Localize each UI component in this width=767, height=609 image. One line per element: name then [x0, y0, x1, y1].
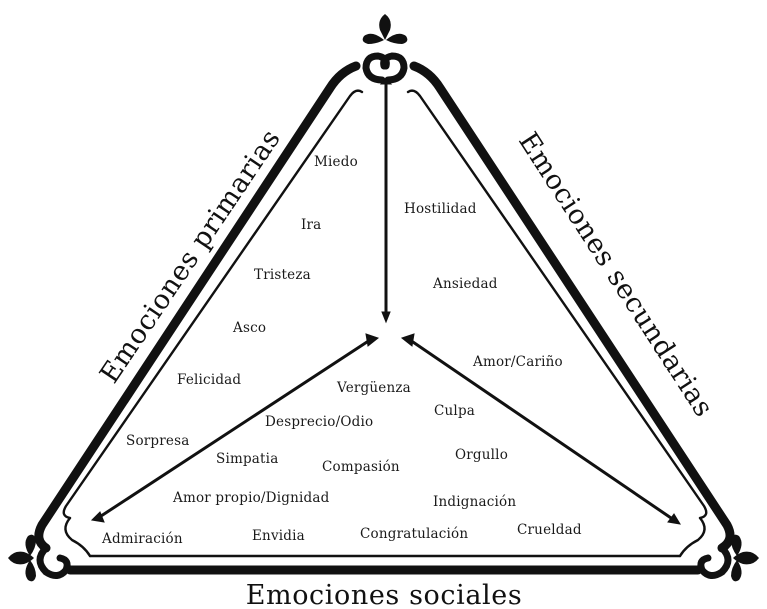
left-diagonal-divider — [96, 338, 372, 520]
word-crueldad: Crueldad — [517, 522, 582, 538]
word-culpa: Culpa — [434, 403, 475, 419]
top-right-scroll — [380, 52, 408, 84]
left-diagonal-arrowhead-bottom — [90, 511, 105, 523]
corner-scrolls — [36, 52, 732, 579]
inner-bottom-right-curl — [678, 516, 706, 558]
word-tristeza: Tristeza — [254, 267, 311, 283]
left-frame-edge — [34, 61, 361, 553]
word-asco: Asco — [232, 320, 266, 336]
left-fleur-ornament — [8, 534, 36, 582]
word-ira: Ira — [301, 217, 321, 233]
bottom-left-scroll — [36, 544, 71, 579]
word-indignacion: Indignación — [433, 494, 516, 510]
inner-frame-left — [62, 89, 364, 520]
word-admiracion: Admiración — [101, 531, 183, 547]
word-ansiedad: Ansiedad — [432, 276, 498, 292]
word-compasion: Compasión — [322, 459, 400, 475]
bottom-right-scroll — [697, 544, 732, 579]
right-diagonal-arrowhead-bottom — [667, 513, 681, 525]
inner-frame-right — [406, 89, 708, 520]
word-simpatia: Simpatia — [216, 451, 278, 467]
word-verguenza: Vergüenza — [336, 380, 411, 396]
right-frame-edge — [409, 61, 735, 553]
word-congratulacion: Congratulación — [360, 526, 468, 542]
bottom-label: Emociones sociales — [246, 580, 523, 609]
outer-frame — [34, 61, 735, 575]
left-diagonal-arrowhead-top — [365, 333, 380, 347]
word-felicidad: Felicidad — [177, 372, 241, 388]
word-sorpresa: Sorpresa — [126, 433, 190, 449]
left-side-label: Emociones primarias — [94, 124, 287, 389]
right-diagonal-divider — [408, 338, 676, 522]
center-dividers — [90, 77, 681, 525]
vertical-divider-arrowhead — [381, 311, 391, 324]
word-envidia: Envidia — [252, 528, 305, 544]
word-miedo: Miedo — [314, 154, 358, 170]
word-desprecio-odio: Desprecio/Odio — [265, 414, 373, 430]
word-orgullo: Orgullo — [455, 447, 508, 463]
top-fleur-ornament — [362, 14, 408, 44]
right-diagonal-arrowhead-top — [400, 333, 415, 347]
word-hostilidad: Hostilidad — [404, 201, 477, 217]
right-fleur-ornament — [731, 534, 759, 582]
word-amor-carino: Amor/Cariño — [472, 354, 563, 370]
emotion-words: Miedo Ira Tristeza Asco Felicidad Sorpre… — [101, 154, 582, 547]
inner-bottom-left-curl — [64, 516, 92, 558]
vertical-divider-tip — [379, 77, 393, 85]
word-amor-propio: Amor propio/Dignidad — [172, 490, 330, 506]
